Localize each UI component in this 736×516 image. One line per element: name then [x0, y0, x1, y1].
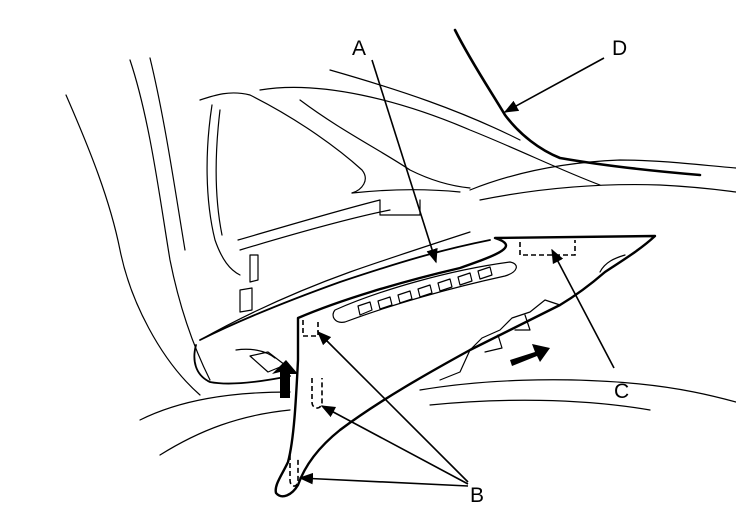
removal-arrows	[272, 344, 550, 398]
callout-d: D	[612, 37, 627, 60]
callout-a: A	[352, 37, 366, 60]
upper-pillar	[453, 28, 736, 201]
hidden-clips	[289, 240, 576, 487]
sill-beam	[139, 231, 736, 456]
vehicle-body-lines	[65, 57, 601, 396]
callout-labels: A D C B	[352, 37, 629, 507]
trim-panel	[274, 234, 657, 498]
callout-c: C	[614, 380, 629, 403]
callout-b: B	[470, 484, 484, 507]
leader-lines	[298, 57, 615, 487]
